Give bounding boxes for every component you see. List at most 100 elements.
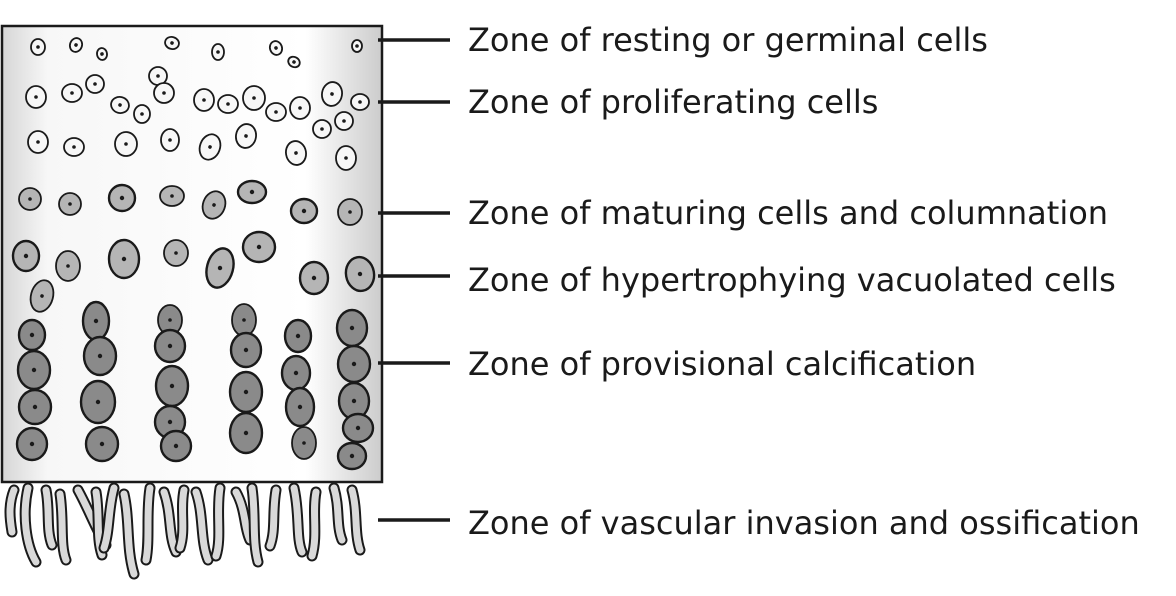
maturing-cell xyxy=(236,179,268,205)
calcified-cell xyxy=(291,426,317,460)
label-hypertrophying-zone: Zone of hypertrophying vacuolated cells xyxy=(468,261,1116,299)
proliferating-cell xyxy=(265,102,287,122)
label-calcification-zone: Zone of provisional calcification xyxy=(468,345,976,383)
chondrocyte-cells xyxy=(11,36,376,471)
capillary-lumen xyxy=(192,488,212,564)
calcified-cell xyxy=(280,354,312,392)
leader-lines xyxy=(378,38,450,522)
calcified-cell xyxy=(231,303,257,337)
maturing-cell xyxy=(337,198,363,226)
calcified-cell xyxy=(336,344,372,384)
resting-cell xyxy=(30,38,46,56)
proliferating-cell xyxy=(27,130,49,154)
calcified-cell xyxy=(229,331,263,369)
calcified-cell xyxy=(17,388,53,426)
capillary-lumen xyxy=(266,486,280,550)
proliferating-cell xyxy=(160,128,180,152)
capillary-lumen xyxy=(6,486,18,536)
calcified-cell xyxy=(284,386,316,428)
proliferating-cell xyxy=(110,96,130,114)
capillary-lumen xyxy=(176,486,188,552)
calcified-cell xyxy=(228,411,264,455)
capillary-lumen xyxy=(348,486,364,554)
proliferating-cell xyxy=(193,88,215,112)
capillary-lumen xyxy=(330,484,346,544)
zone-labels: Zone of resting or germinal cells Zone o… xyxy=(468,21,1140,542)
proliferating-cell xyxy=(312,119,332,139)
hypertrophying-cell xyxy=(29,279,55,313)
resting-cell xyxy=(268,40,284,56)
hypertrophying-cell xyxy=(11,239,41,273)
calcified-cell xyxy=(16,349,52,391)
label-proliferating-zone: Zone of proliferating cells xyxy=(468,83,878,121)
calcified-cell xyxy=(341,412,375,444)
maturing-cell xyxy=(289,197,319,225)
calcified-cell xyxy=(335,308,369,348)
resting-cell xyxy=(211,43,225,61)
hypertrophying-cell xyxy=(107,238,141,280)
vascular-invasion xyxy=(4,482,366,580)
proliferating-cell xyxy=(289,96,311,120)
proliferating-cell xyxy=(25,85,47,109)
calcified-cell xyxy=(336,441,368,471)
calcified-cell xyxy=(82,335,118,377)
calcified-cell xyxy=(154,364,190,408)
calcified-cell xyxy=(283,318,313,354)
proliferating-cell xyxy=(133,104,151,124)
calcified-cell xyxy=(84,425,120,463)
capillary-lumen xyxy=(212,484,224,560)
hypertrophying-cell xyxy=(298,260,330,296)
label-vascular-zone: Zone of vascular invasion and ossificati… xyxy=(468,504,1140,542)
proliferating-cell xyxy=(335,145,357,171)
capillary-lumen xyxy=(100,484,118,552)
capillary-lumen xyxy=(56,490,70,564)
proliferating-cell xyxy=(321,81,343,107)
calcified-cell xyxy=(81,300,111,342)
maturing-cell xyxy=(58,192,82,216)
proliferating-cell xyxy=(63,137,85,157)
capillary-lumen xyxy=(160,488,180,556)
capillary-lumen xyxy=(42,486,56,549)
resting-cell xyxy=(96,47,108,61)
capillary-lumen xyxy=(308,488,320,560)
proliferating-cell xyxy=(242,85,266,111)
proliferating-cell xyxy=(198,133,222,161)
calcified-cell xyxy=(17,318,47,352)
proliferating-cell xyxy=(61,83,83,103)
proliferating-cell xyxy=(235,123,257,149)
proliferating-cell xyxy=(285,140,307,166)
resting-cell xyxy=(351,39,363,53)
resting-cell xyxy=(164,36,180,50)
proliferating-cell xyxy=(85,74,105,94)
hypertrophying-cell xyxy=(55,250,81,282)
label-maturing-zone: Zone of maturing cells and columnation xyxy=(468,194,1108,232)
calcified-cell xyxy=(79,379,117,425)
resting-cell xyxy=(287,55,301,69)
maturing-cell xyxy=(18,187,42,211)
hypertrophying-cell xyxy=(241,230,277,264)
capillary-lumen xyxy=(120,490,138,578)
proliferating-cell xyxy=(217,94,239,114)
maturing-cell xyxy=(201,190,227,220)
proliferating-cell xyxy=(153,82,175,104)
capillary-lumen xyxy=(290,484,306,556)
hypertrophying-cell xyxy=(205,247,235,289)
calcified-cell xyxy=(153,328,187,364)
hypertrophying-cell xyxy=(344,255,376,293)
proliferating-cell xyxy=(350,93,370,111)
capillary-lumen xyxy=(248,484,262,566)
label-resting-zone: Zone of resting or germinal cells xyxy=(468,21,988,59)
maturing-cell xyxy=(107,183,137,213)
calcified-cell xyxy=(159,429,193,463)
proliferating-cell xyxy=(334,111,354,131)
capillary-lumen xyxy=(21,484,40,566)
capillary-lumen xyxy=(232,488,254,544)
capillary-lumen xyxy=(142,484,154,564)
maturing-cell xyxy=(159,185,185,207)
hypertrophying-cell xyxy=(163,239,189,267)
proliferating-cell xyxy=(114,131,138,157)
calcified-cell xyxy=(228,370,264,414)
calcified-cell xyxy=(15,426,49,462)
resting-cell xyxy=(68,37,84,53)
